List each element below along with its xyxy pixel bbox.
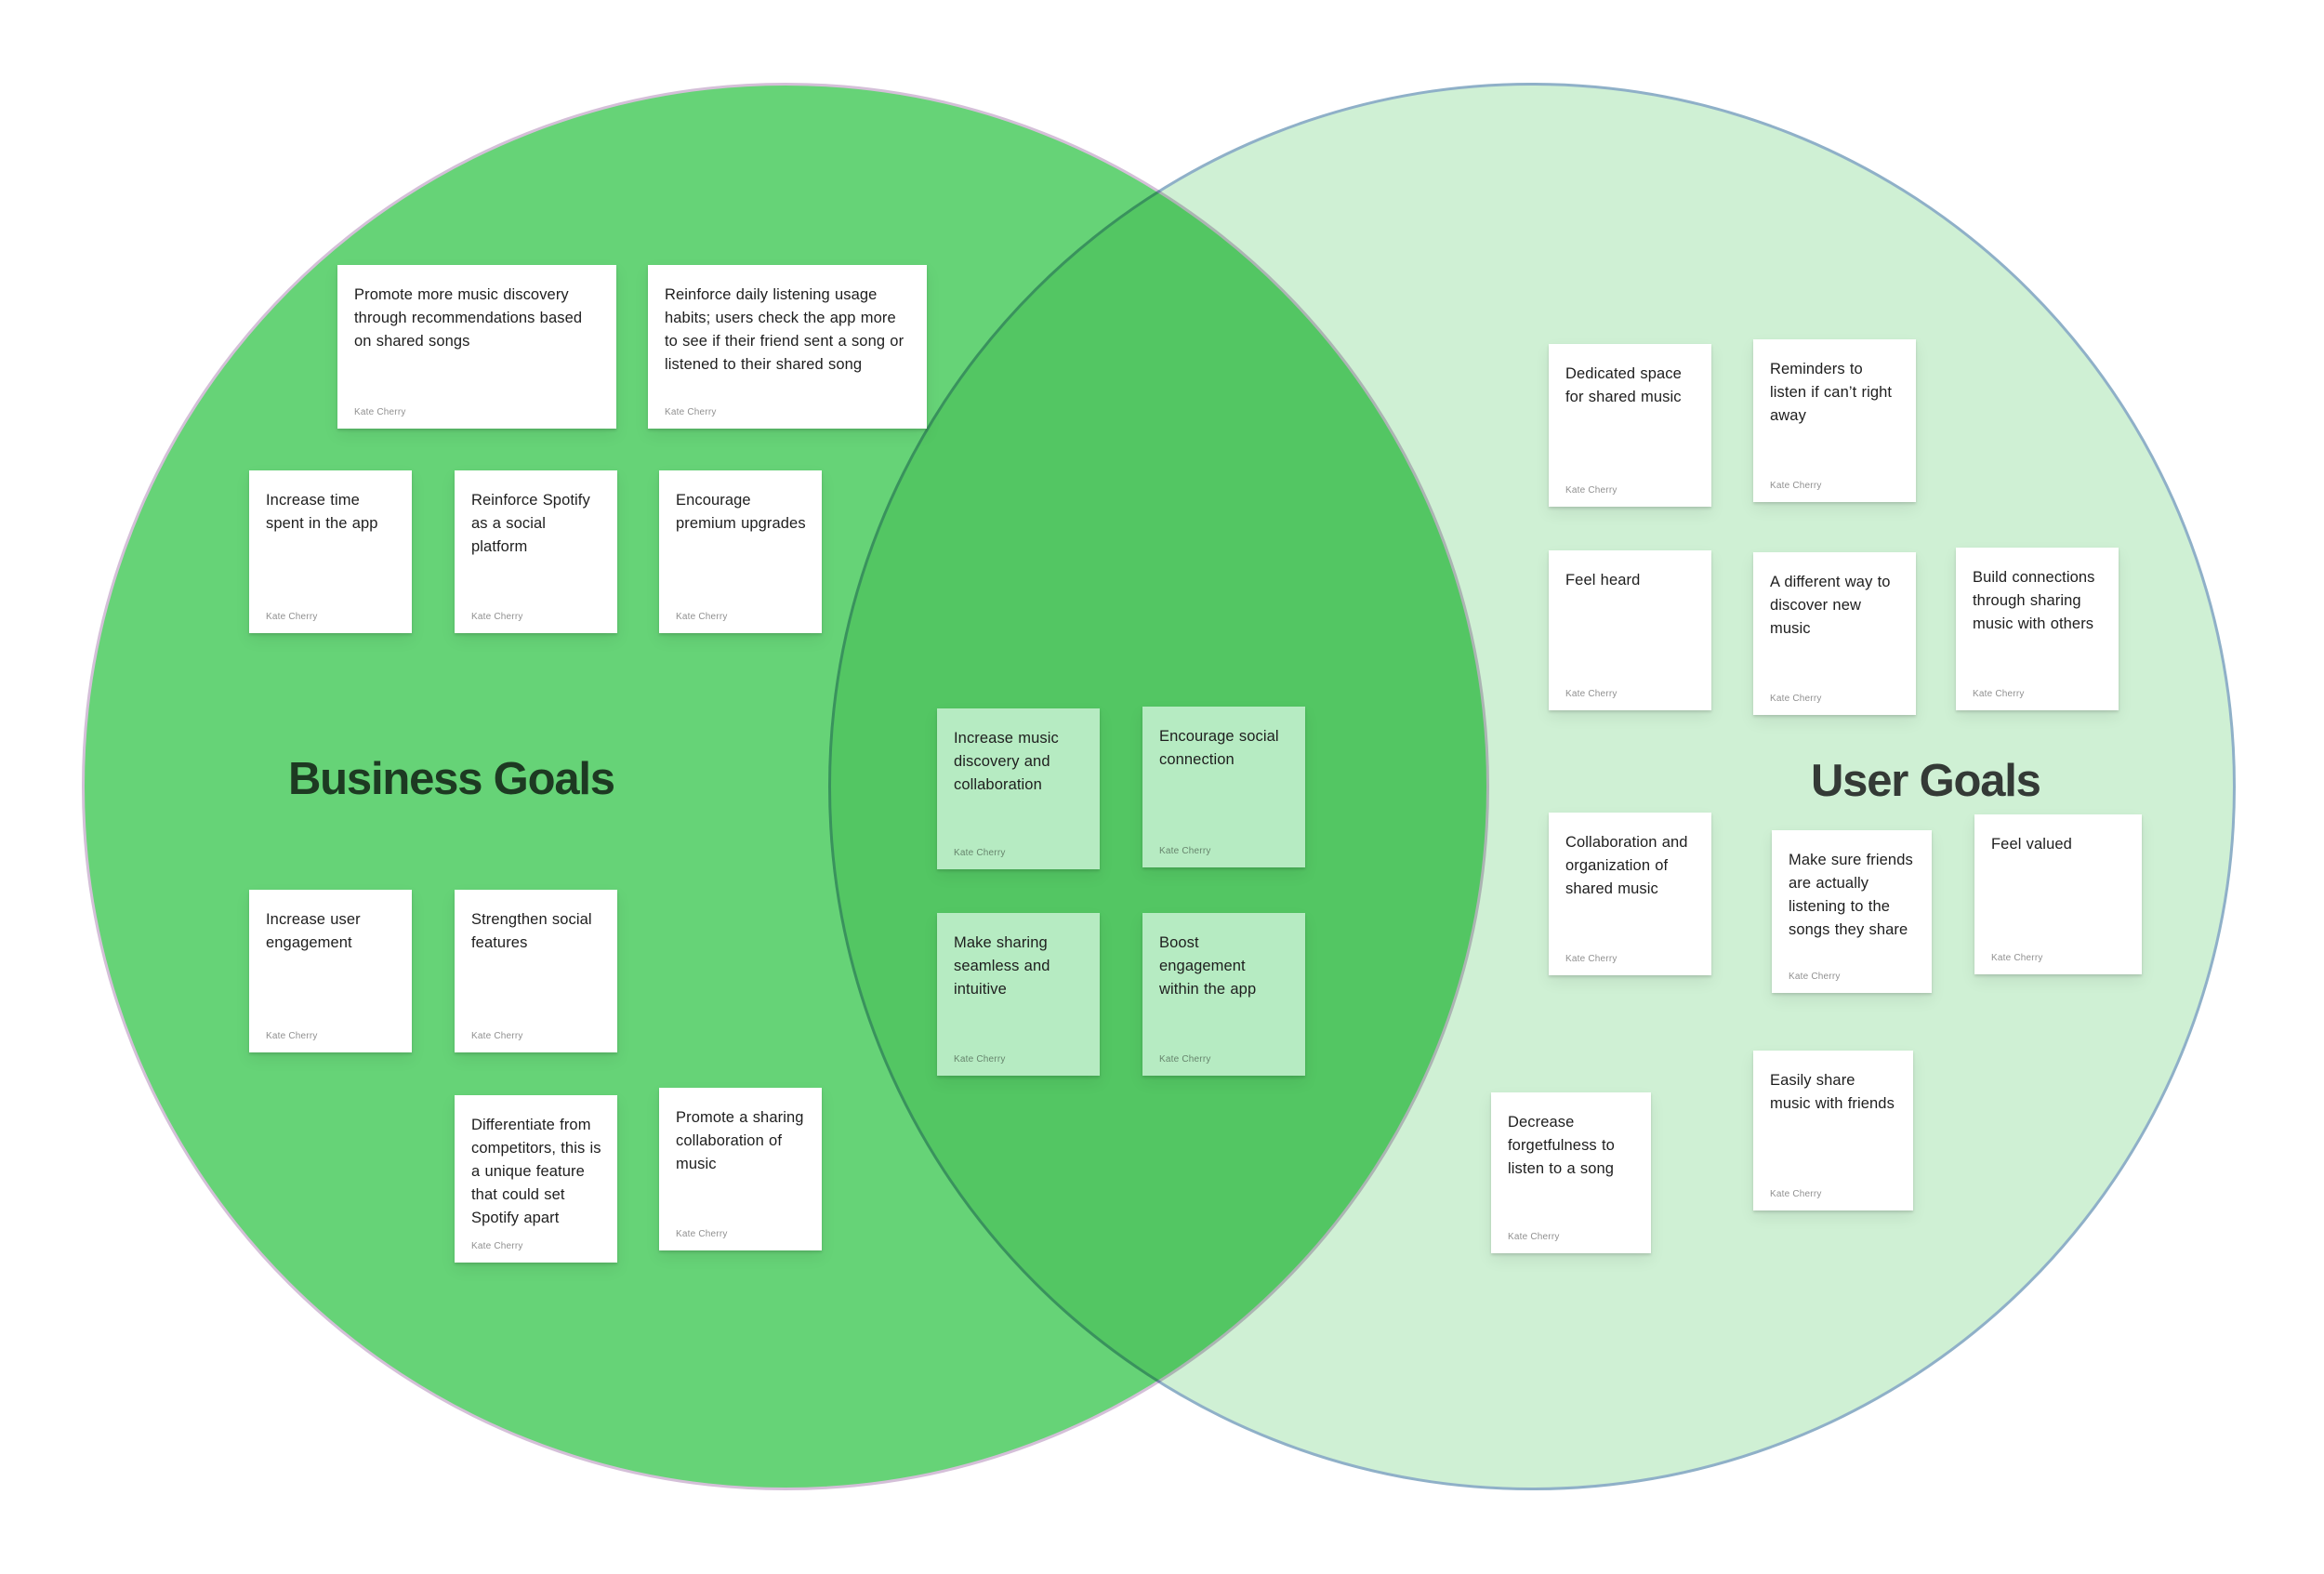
sticky-note-author: Kate Cherry — [954, 848, 1006, 858]
sticky-note-text: Increase user engagement — [266, 911, 361, 952]
sticky-note-author: Kate Cherry — [471, 1241, 523, 1251]
sticky-note-user-21[interactable]: Decrease forgetfulness to listen to a so… — [1491, 1092, 1651, 1253]
sticky-note-author: Kate Cherry — [1991, 953, 2043, 963]
sticky-note-business-0[interactable]: Promote more music discovery through rec… — [337, 265, 616, 429]
sticky-note-author: Kate Cherry — [665, 407, 717, 417]
sticky-note-text: Promote more music discovery through rec… — [354, 286, 583, 351]
sticky-note-business-8[interactable]: Promote a sharing collaboration of music… — [659, 1088, 822, 1250]
sticky-note-user-19[interactable]: Make sure friends are actually listening… — [1772, 830, 1932, 993]
sticky-note-text: Reminders to listen if can’t right away — [1770, 361, 1893, 425]
sticky-note-text: Feel heard — [1565, 572, 1641, 589]
sticky-note-text: Increase time spent in the app — [266, 492, 378, 533]
sticky-note-text: Increase music discovery and collaborati… — [954, 730, 1059, 794]
sticky-note-author: Kate Cherry — [1973, 689, 2025, 699]
sticky-note-author: Kate Cherry — [1159, 1054, 1211, 1065]
sticky-note-text: Encourage premium upgrades — [676, 492, 806, 533]
sticky-note-author: Kate Cherry — [266, 1031, 318, 1041]
sticky-note-text: Boost engagement within the app — [1159, 934, 1257, 999]
sticky-note-text: Strengthen social features — [471, 911, 592, 952]
sticky-note-author: Kate Cherry — [471, 1031, 523, 1041]
sticky-note-text: A different way to discover new music — [1770, 574, 1891, 638]
sticky-note-text: Make sure friends are actually listening… — [1789, 852, 1913, 939]
sticky-note-author: Kate Cherry — [1789, 972, 1841, 982]
sticky-note-text: Reinforce daily listening usage habits; … — [665, 286, 905, 374]
sticky-note-business-7[interactable]: Differentiate from competitors, this is … — [455, 1095, 617, 1263]
sticky-note-user-17[interactable]: Build connections through sharing music … — [1956, 548, 2119, 710]
sticky-note-author: Kate Cherry — [1159, 846, 1211, 856]
sticky-note-business-1[interactable]: Reinforce daily listening usage habits; … — [648, 265, 927, 429]
sticky-note-text: Easily share music with friends — [1770, 1072, 1895, 1113]
sticky-note-text: Encourage social connection — [1159, 728, 1279, 769]
sticky-note-text: Decrease forgetfulness to listen to a so… — [1508, 1114, 1615, 1178]
sticky-note-author: Kate Cherry — [1770, 1189, 1822, 1199]
sticky-note-user-18[interactable]: Collaboration and organization of shared… — [1549, 813, 1711, 975]
sticky-note-author: Kate Cherry — [676, 612, 728, 622]
sticky-note-text: Dedicated space for shared music — [1565, 365, 1682, 406]
sticky-note-text: Differentiate from competitors, this is … — [471, 1117, 601, 1227]
sticky-note-author: Kate Cherry — [266, 612, 318, 622]
sticky-note-author: Kate Cherry — [1565, 689, 1618, 699]
sticky-note-author: Kate Cherry — [1770, 694, 1822, 704]
sticky-note-author: Kate Cherry — [1508, 1232, 1560, 1242]
sticky-note-author: Kate Cherry — [1770, 481, 1822, 491]
user-goals-title[interactable]: User Goals — [1811, 756, 2041, 806]
sticky-note-text: Make sharing seamless and intuitive — [954, 934, 1050, 999]
sticky-note-author: Kate Cherry — [1565, 954, 1618, 964]
sticky-note-author: Kate Cherry — [354, 407, 406, 417]
sticky-note-author: Kate Cherry — [471, 612, 523, 622]
sticky-note-text: Build connections through sharing music … — [1973, 569, 2095, 633]
sticky-note-text: Collaboration and organization of shared… — [1565, 834, 1688, 898]
sticky-note-text: Promote a sharing collaboration of music — [676, 1109, 804, 1173]
sticky-note-author: Kate Cherry — [676, 1229, 728, 1239]
sticky-note-author: Kate Cherry — [1565, 485, 1618, 496]
sticky-note-text: Feel valued — [1991, 836, 2072, 853]
business-goals-title[interactable]: Business Goals — [288, 754, 615, 804]
sticky-note-text: Reinforce Spotify as a social platform — [471, 492, 590, 556]
sticky-note-author: Kate Cherry — [954, 1054, 1006, 1065]
sticky-note-overlap-9[interactable]: Increase music discovery and collaborati… — [937, 708, 1100, 869]
